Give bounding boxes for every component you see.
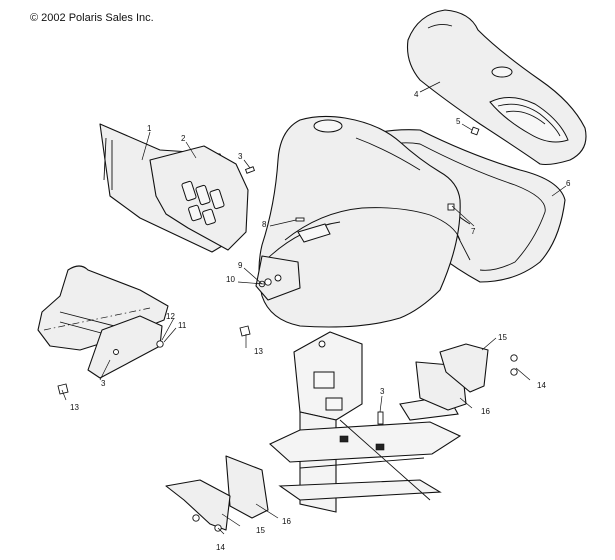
callout-3b: 3	[101, 379, 106, 388]
callout-8: 8	[262, 220, 267, 229]
callout-15b: 15	[256, 526, 265, 535]
left-mounting-bracket	[87, 315, 163, 379]
fender-bracket	[255, 255, 301, 301]
callout-13b: 13	[70, 403, 79, 412]
leader-lines	[61, 81, 567, 535]
callout-10: 10	[226, 275, 235, 284]
callout-16b: 16	[282, 517, 291, 526]
callout-14b: 14	[216, 543, 225, 552]
callout-11: 11	[178, 321, 187, 330]
callout-9: 9	[238, 261, 243, 270]
frame-assembly	[269, 331, 462, 513]
callout-2: 2	[181, 134, 186, 143]
bracket-right	[439, 343, 489, 393]
callout-5: 5	[456, 117, 461, 126]
rear-rack-cover	[406, 9, 587, 166]
callout-1: 1	[147, 124, 152, 133]
callout-3a: 3	[238, 152, 243, 161]
callout-7: 7	[471, 227, 476, 236]
callout-3c: 3	[380, 387, 385, 396]
splash-guard	[149, 145, 249, 251]
callout-14a: 14	[537, 381, 546, 390]
copyright-notice: © 2002 Polaris Sales Inc.	[30, 12, 154, 24]
callout-12: 12	[166, 312, 175, 321]
front-fender-body	[258, 115, 461, 328]
support-plate-left	[225, 455, 269, 519]
callout-13a: 13	[254, 347, 263, 356]
callouts: 1 2 3 3 3 4 5 6 7 8 9 10 11 12 13 13 14 …	[70, 90, 571, 552]
hardware	[57, 126, 518, 532]
callout-6: 6	[566, 179, 571, 188]
callout-16a: 16	[481, 407, 490, 416]
callout-4: 4	[414, 90, 419, 99]
bracket-left	[165, 479, 231, 531]
callout-15a: 15	[498, 333, 507, 342]
